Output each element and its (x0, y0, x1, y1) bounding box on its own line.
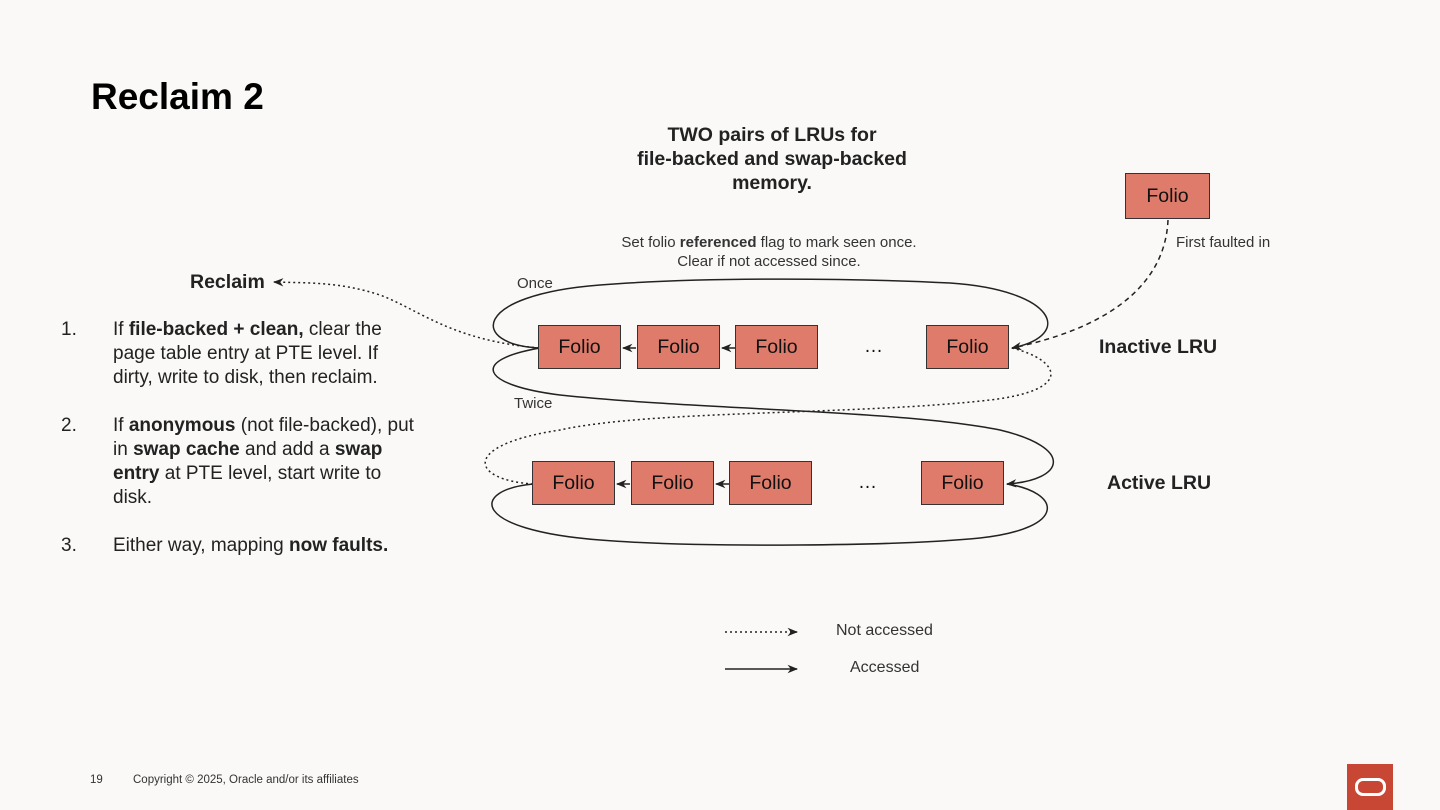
active-ellipsis: … (858, 472, 877, 493)
inactive-folio: Folio (637, 325, 720, 369)
first-faulted-arrow (1010, 219, 1169, 351)
reclaim-label: Reclaim (190, 271, 265, 293)
legend-not-accessed: Not accessed (836, 622, 933, 639)
inactive-lru-label: Inactive LRU (1099, 336, 1218, 358)
reclaim-arrow (272, 278, 540, 349)
oracle-logo-icon (1347, 764, 1393, 810)
note-line-2: Clear if not accessed since. (677, 253, 861, 270)
new-folio-box: Folio (1125, 173, 1210, 219)
diagram-heading-line: memory. (732, 172, 812, 194)
active-folio: Folio (631, 461, 714, 505)
inactive-folio: Folio (735, 325, 818, 369)
referenced-flag-note: Set folio referenced flag to mark seen o… (560, 233, 978, 271)
active-folio: Folio (921, 461, 1004, 505)
diagram-heading: TWO pairs of LRUs for file-backed and sw… (612, 123, 932, 195)
twice-label: Twice (514, 395, 553, 412)
step-item: 3.Either way, mapping now faults. (61, 535, 389, 556)
inactive-folio: Folio (538, 325, 621, 369)
inactive-ellipsis: … (864, 336, 883, 357)
inactive-loop-top (492, 278, 1049, 349)
note-line-1: Set folio referenced flag to mark seen o… (621, 234, 917, 251)
inactive-not-accessed-path (484, 347, 1052, 485)
inactive-folio: Folio (926, 325, 1009, 369)
legend-accessed: Accessed (850, 659, 920, 676)
page-number: 19 (90, 774, 103, 786)
step-item: 1.If file-backed + clean, clear the page… (61, 319, 382, 388)
first-faulted-label: First faulted in (1176, 234, 1271, 251)
active-folio: Folio (532, 461, 615, 505)
active-loop-bottom (491, 483, 1048, 546)
reclaim-steps: 1.If file-backed + clean, clear the page… (61, 318, 421, 582)
promotion-path (492, 347, 1054, 488)
active-lru-label: Active LRU (1107, 472, 1212, 494)
step-item: 2.If anonymous (not file-backed), put in… (61, 415, 414, 508)
diagram-heading-line: file-backed and swap-backed (637, 148, 907, 170)
diagram-heading-line: TWO pairs of LRUs for (667, 124, 877, 146)
once-label: Once (517, 275, 553, 292)
active-folio: Folio (729, 461, 812, 505)
copyright: Copyright © 2025, Oracle and/or its affi… (133, 774, 359, 786)
slide-title: Reclaim 2 (91, 76, 264, 117)
